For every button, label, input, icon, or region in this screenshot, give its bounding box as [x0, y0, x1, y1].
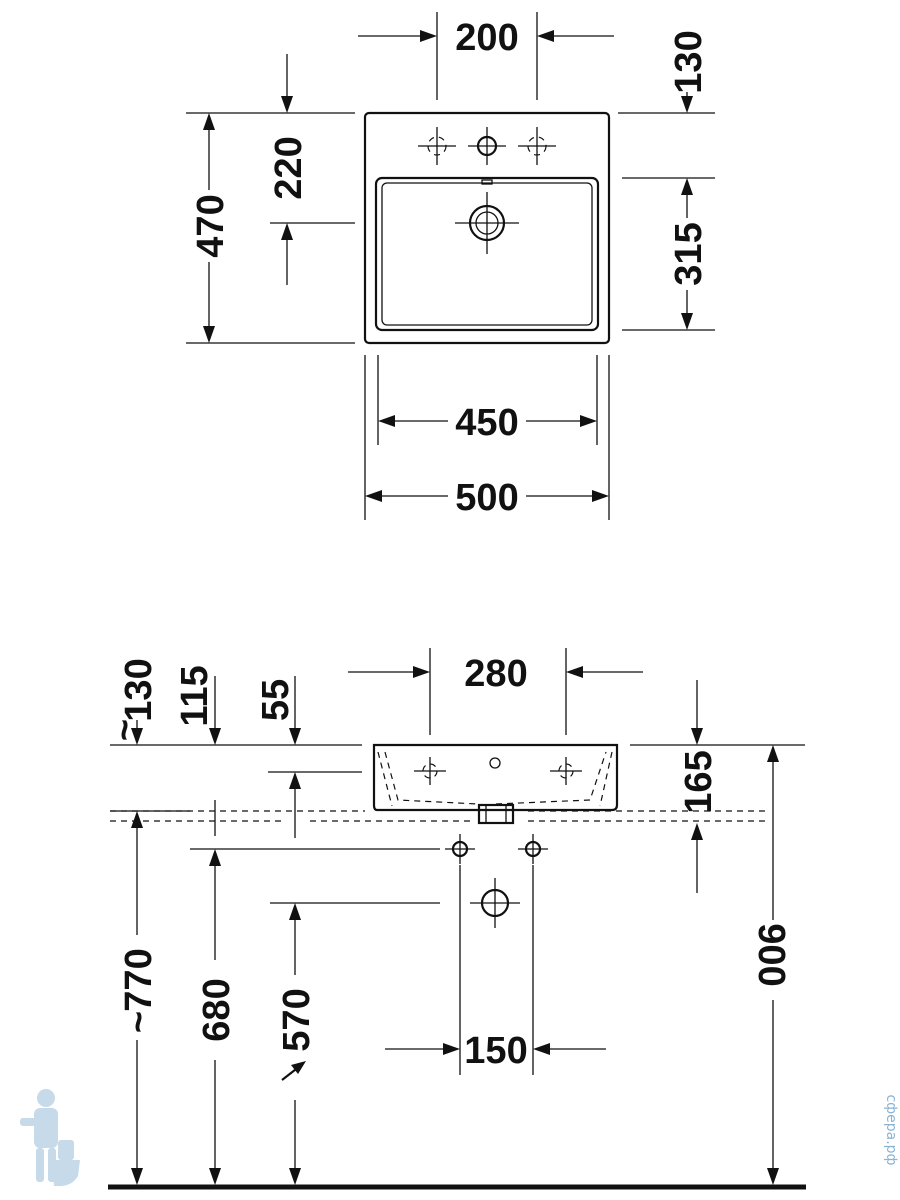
tilde-top: ~: [104, 719, 146, 741]
dim-supply-spacing: 150: [385, 865, 606, 1075]
drain-connection: [470, 878, 520, 928]
supply-point-right: [518, 834, 548, 864]
bowl-inner-outline: [381, 182, 593, 326]
dim-tap-spacing: 200: [358, 12, 614, 100]
tap-hole-center: [468, 127, 506, 165]
dim-top-130: 130 ~: [104, 658, 160, 745]
dim-label-165: 165: [678, 750, 720, 813]
overflow-hole: [489, 757, 501, 769]
dim-height-570: 570: [270, 902, 440, 1185]
dim-label-200: 200: [455, 17, 518, 59]
dim-trap-width: 280: [348, 648, 643, 735]
waste-outlet: [477, 803, 515, 825]
dim-tap-to-outlet: 220: [268, 54, 355, 285]
dim-outer-width: 500: [364, 355, 610, 520]
drain-symbol: [455, 192, 519, 254]
watermark-text: сфера.рф: [883, 1094, 899, 1165]
dim-label-450: 450: [455, 402, 518, 444]
dim-rim-to-tap: 130: [618, 30, 715, 114]
dim-top-115: 115: [174, 665, 221, 745]
basin-side-outline: [372, 743, 619, 812]
dim-height-680: 680: [190, 800, 440, 1185]
dim-basin-height: 165: [678, 680, 720, 893]
basin-inner-dashed: [384, 751, 607, 805]
dim-total-900: 900: [750, 745, 792, 1185]
basin-outer-outline: [363, 111, 611, 345]
supply-point-left: [445, 834, 475, 864]
tap-symbol-left: [414, 757, 446, 785]
dim-label-top-130: 130: [118, 658, 160, 721]
elevation-view: 280 130 ~ 115 55: [104, 648, 806, 1190]
dim-bowl-depth: 315: [622, 177, 715, 331]
tap-hole-left: [418, 127, 456, 165]
dim-outer-depth: 470: [186, 112, 355, 344]
bowl-outline: [374, 176, 600, 332]
dim-label-315: 315: [668, 222, 710, 285]
dim-top-55: 55: [255, 676, 362, 838]
dim-label-130: 130: [668, 30, 710, 93]
tap-symbol-right: [550, 757, 582, 785]
dim-label-470: 470: [190, 194, 232, 257]
dim-label-770: 770: [118, 948, 160, 1011]
dim-label-55: 55: [255, 679, 297, 721]
dim-bowl-width: 450: [377, 355, 598, 445]
dim-label-680: 680: [196, 978, 238, 1041]
dim-label-570: 570: [276, 988, 318, 1051]
dim-label-500: 500: [455, 477, 518, 519]
dim-height-770: 770 ~: [110, 810, 190, 1185]
plan-view: 200 130 470 220: [186, 12, 715, 520]
dim-label-900: 900: [750, 923, 792, 986]
overflow-slot: [481, 179, 493, 185]
dim-label-280: 280: [464, 653, 527, 695]
tilde-770: ~: [118, 1011, 160, 1033]
dim-label-150: 150: [464, 1030, 527, 1072]
tap-hole-right: [518, 127, 556, 165]
plumber-logo: [20, 1089, 80, 1186]
dim-label-220: 220: [268, 136, 310, 199]
dim-label-115: 115: [174, 665, 216, 726]
